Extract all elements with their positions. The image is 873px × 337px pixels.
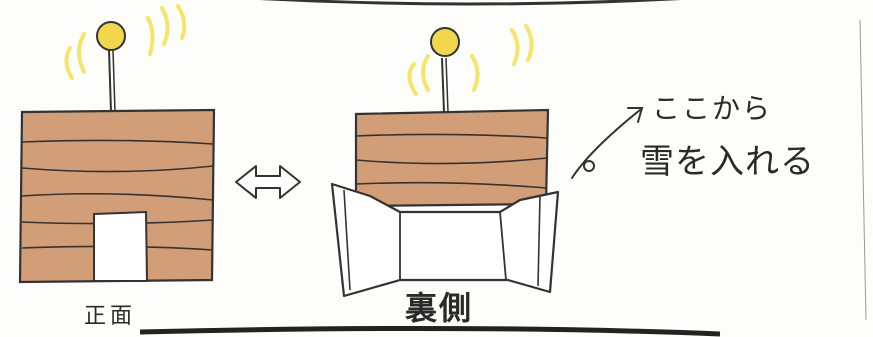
note-line-1: ここから xyxy=(652,92,773,125)
back-label: 裏側 xyxy=(405,289,474,327)
front-light-bulb xyxy=(96,21,126,51)
double-arrow-icon xyxy=(235,165,301,199)
front-house xyxy=(18,4,216,284)
back-opening xyxy=(330,182,560,298)
back-house-body xyxy=(354,108,550,208)
back-light-glow xyxy=(407,24,534,96)
front-door xyxy=(93,210,149,282)
top-border-stroke xyxy=(259,0,681,6)
front-light-glow xyxy=(64,4,187,80)
back-light-pole xyxy=(441,57,445,113)
curved-arrow-icon xyxy=(571,107,644,179)
back-planks xyxy=(355,133,548,189)
right-edge-stroke xyxy=(859,19,867,321)
ground-stroke xyxy=(139,325,721,337)
front-house-body xyxy=(18,108,216,284)
back-light-bulb xyxy=(430,27,460,57)
note-line-2: 雪を入れる xyxy=(640,142,815,182)
back-house xyxy=(330,24,560,298)
front-label: 正面 xyxy=(84,304,137,329)
front-light-pole xyxy=(108,49,112,113)
